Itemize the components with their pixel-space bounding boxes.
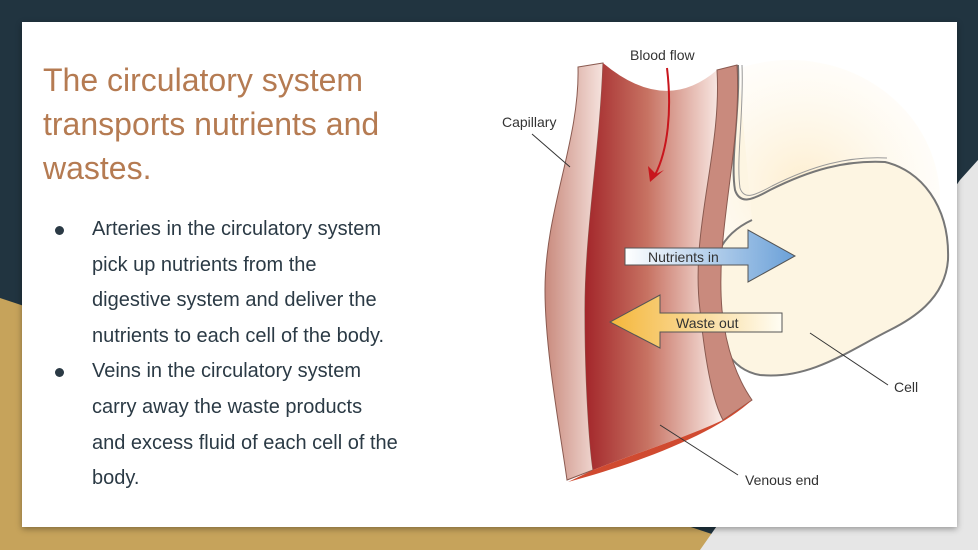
bullet-line: Veins in the circulatory system <box>92 360 361 383</box>
cell-membrane-line <box>738 64 888 196</box>
bullet-dot-icon <box>55 226 64 235</box>
title-line: transports nutrients and <box>43 106 380 142</box>
capillary-lumen <box>585 63 723 470</box>
capillary-diagram: Nutrients in Waste out Blood flow Capill… <box>502 47 950 488</box>
venous-end-leader-line <box>659 424 739 476</box>
blood-flow-arrowhead <box>648 166 664 182</box>
cell-leader-line <box>809 332 889 386</box>
capillary-leader-line <box>531 133 571 168</box>
bullet-list: Arteries in the circulatory system pick … <box>52 212 398 497</box>
title-line: The circulatory system <box>43 62 364 98</box>
bullet-line: nutrients to each cell of the body. <box>92 324 385 347</box>
bullet-line: body. <box>92 467 140 490</box>
slide-card: The circulatory system transports nutrie… <box>22 22 957 527</box>
venous-end-label: Venous end <box>745 472 819 488</box>
capillary-label: Capillary <box>502 114 556 130</box>
blood-flow-arrow <box>654 67 671 176</box>
blood-flow-label: Blood flow <box>630 47 695 63</box>
bullet-line: digestive system and deliver the <box>92 289 377 312</box>
venous-end-rim <box>568 400 752 482</box>
bullet-item-arteries: Arteries in the circulatory system pick … <box>52 212 398 354</box>
bullet-line: Arteries in the circulatory system <box>92 218 381 240</box>
cell-label: Cell <box>894 379 918 395</box>
bullet-dot-icon <box>55 368 64 378</box>
waste-out-label: Waste out <box>676 315 739 331</box>
nutrients-in-arrow <box>624 229 797 283</box>
bullet-line: pick up nutrients from the <box>92 253 317 276</box>
slide-title: The circulatory system transports nutrie… <box>43 58 483 190</box>
title-line: wastes. <box>43 150 152 186</box>
nutrients-in-label: Nutrients in <box>648 249 719 265</box>
bullet-line: and excess fluid of each cell of the <box>92 431 398 454</box>
bullet-line: carry away the waste products <box>92 395 363 418</box>
waste-out-arrow <box>608 294 783 349</box>
bullet-item-veins: Veins in the circulatory system carry aw… <box>52 354 398 496</box>
